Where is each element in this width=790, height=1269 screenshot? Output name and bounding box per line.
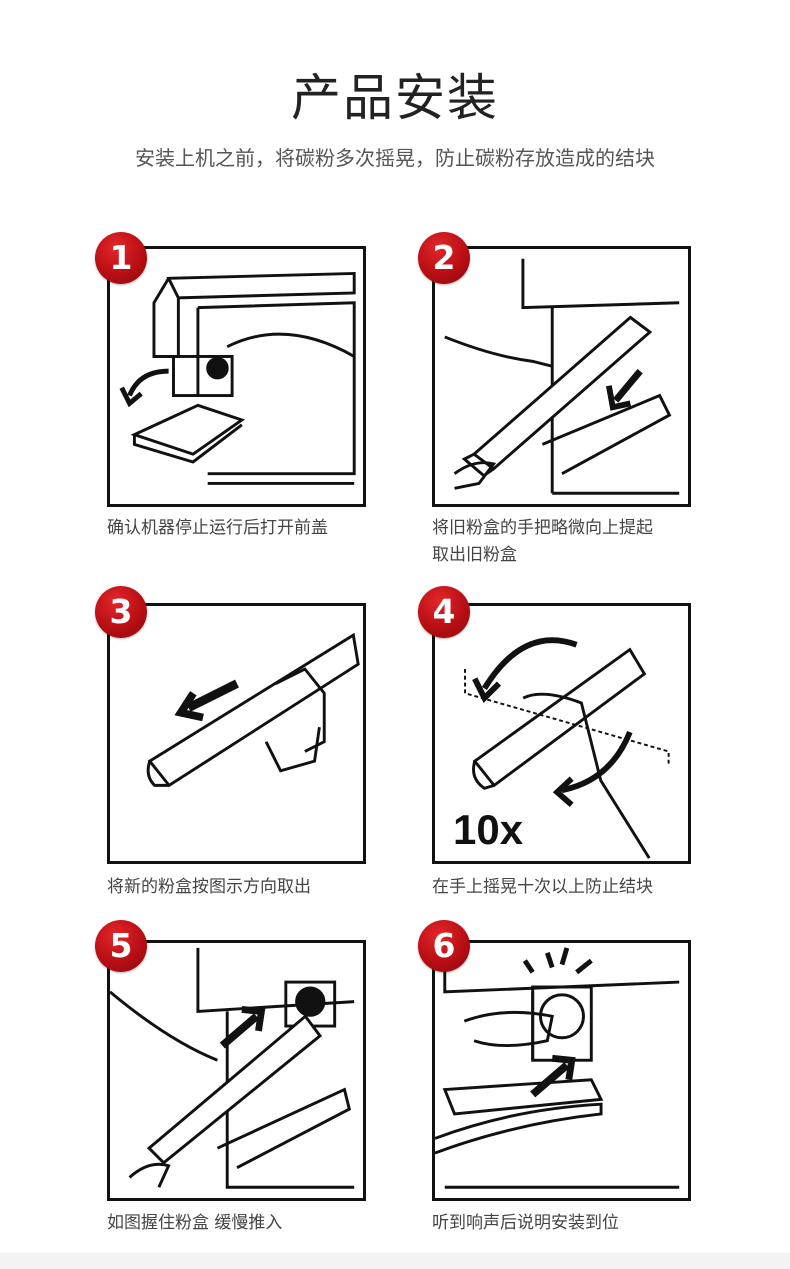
step-4-badge: 4 (418, 586, 470, 638)
step-5-badge: 5 (95, 920, 147, 972)
step-6-illustration (432, 940, 691, 1201)
step-2-badge: 2 (418, 232, 470, 284)
step-2-caption-line-1: 将旧粉盒的手把略微向上提起 (432, 518, 653, 538)
step-6-caption: 听到响声后说明安装到位 (432, 1213, 619, 1233)
shake-count-label: 10x (453, 806, 524, 853)
step-5-illustration (107, 940, 366, 1201)
step-2-caption-line-2: 取出旧粉盒 (432, 545, 517, 565)
footer-bar (0, 1253, 790, 1269)
step-1-caption: 确认机器停止运行后打开前盖 (107, 518, 328, 538)
step-4-illustration: 10x (432, 603, 691, 864)
step-3-illustration (107, 603, 366, 864)
step-1-illustration (107, 246, 366, 507)
page-subtitle: 安装上机之前，将碳粉多次摇晃，防止碳粉存放造成的结块 (135, 146, 655, 170)
step-3-badge: 3 (95, 586, 147, 638)
page-title: 产品安装 (291, 69, 499, 127)
step-6-badge: 6 (418, 920, 470, 972)
step-5-caption: 如图握住粉盒 缓慢推入 (107, 1213, 283, 1233)
step-4-caption: 在手上摇晃十次以上防止结块 (432, 877, 653, 897)
step-1-badge: 1 (95, 232, 147, 284)
step-2-caption: 将旧粉盒的手把略微向上提起 取出旧粉盒 (432, 515, 702, 569)
step-2-illustration (432, 246, 691, 507)
step-3-caption: 将新的粉盒按图示方向取出 (107, 877, 311, 897)
